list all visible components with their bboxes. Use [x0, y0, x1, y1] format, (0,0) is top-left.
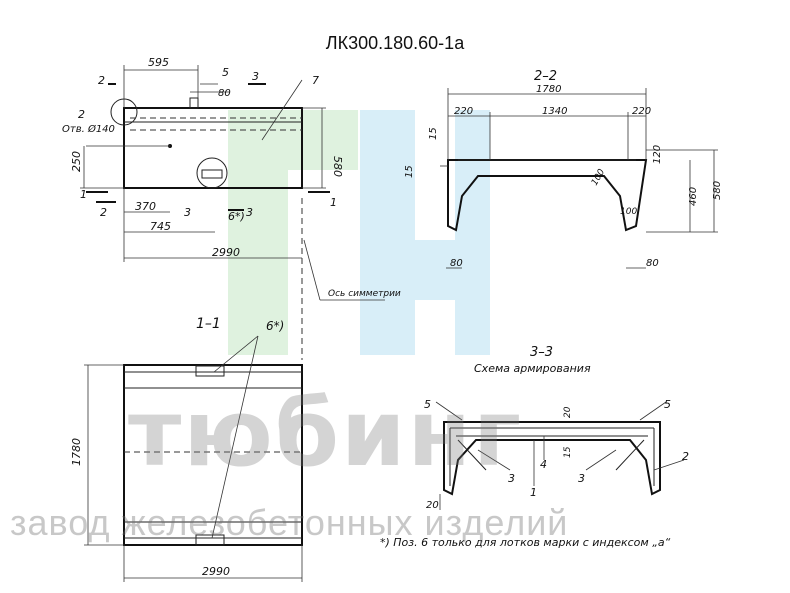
dim-15b-label: 15 — [404, 165, 415, 178]
section-3-3-outline — [443, 421, 661, 496]
pos3a-label: 3 — [508, 472, 515, 485]
drawing-title: ЛК300.180.60-1а — [325, 33, 465, 53]
pos5b-leader — [639, 401, 667, 421]
pos2-label: 2 — [682, 450, 689, 463]
dim-2990-label: 2990 — [202, 565, 230, 578]
pos3b-leader — [585, 449, 617, 471]
dim-100b-label: 100 — [620, 207, 637, 217]
pos5a-label: 5 — [424, 398, 431, 411]
pos5b-label: 5 — [664, 398, 671, 411]
section-1-1-pos6-label: 6*) — [266, 319, 284, 333]
dim-80-label: 80 — [218, 88, 231, 99]
pos6-leader-bottom — [211, 335, 259, 539]
section-3-3: 3–3 Схема армирования 5 5 2 3 3 4 1 20 1… — [424, 345, 689, 511]
pos7-leader — [261, 79, 303, 141]
section-1-1-embed-top — [195, 365, 225, 377]
cut-1b-label: 1 — [330, 196, 337, 209]
pos2-leader — [653, 459, 685, 471]
dim-220b-label: 220 — [632, 106, 651, 117]
dim-580-label: 580 — [331, 156, 344, 177]
dim-745-label: 745 — [150, 220, 171, 233]
section-1-1-embed-bottom — [195, 534, 225, 546]
section-1-1: 1–1 6*) 1780 2990 — [70, 316, 303, 582]
cut-1a-label: 1 — [80, 188, 87, 201]
rebar-pos3-right — [615, 439, 645, 471]
detail-circle-6 — [196, 157, 228, 189]
axis-label: Ось симметрии — [328, 289, 401, 299]
pos7-label: 7 — [312, 74, 319, 87]
dim-15-label: 15 — [563, 446, 573, 458]
dim-595-label: 595 — [148, 56, 169, 69]
section-2-2: 2–2 1780 220 1340 220 15 15 120 100 100 … — [404, 69, 723, 269]
section-3-3-subtitle: Схема армирования — [474, 362, 591, 375]
footnote: *) Поз. 6 только для лотков марки с инде… — [380, 536, 671, 549]
pos3b-label: 3 — [578, 472, 585, 485]
watermark-logo — [228, 110, 490, 355]
pos6-label: 6*) — [228, 210, 245, 223]
pos2-label: 2 — [78, 108, 85, 121]
watermark-brand: тюбинг — [128, 380, 524, 487]
logo-block-green-left — [228, 110, 288, 355]
rebar-pos3-left — [457, 439, 487, 471]
section-2-2-title: 2–2 — [534, 69, 557, 84]
pos4-label: 4 — [540, 458, 547, 471]
pos3-label: 3 — [184, 206, 191, 219]
cut-3b-label: 3 — [246, 206, 253, 219]
dim-1780-label: 1780 — [70, 438, 83, 466]
logo-block-blue-left — [360, 110, 415, 355]
pos6-leader-top — [213, 335, 259, 373]
dim-20b-label: 20 — [426, 500, 439, 511]
section-3-3-title: 3–3 — [530, 345, 553, 360]
plan-view: 595 80 580 250 370 745 2990 Отв. Ø140 2 … — [62, 56, 401, 360]
dim-15a-label: 15 — [428, 127, 439, 140]
dim-20a-label: 20 — [563, 406, 573, 418]
plan-loop-pos5 — [189, 97, 199, 109]
cut-3a-label: 3 — [252, 70, 259, 83]
cut-2b-label: 2 — [100, 206, 107, 219]
dim-460-label: 460 — [688, 187, 699, 206]
hole-label: Отв. Ø140 — [62, 123, 115, 135]
dim-1780-label: 1780 — [536, 84, 561, 95]
logo-block-green-top — [288, 110, 358, 170]
pos5-label: 5 — [222, 66, 229, 79]
dim-250-label: 250 — [70, 151, 83, 172]
section-2-2-outline — [447, 159, 648, 232]
dim-220a-label: 220 — [454, 106, 473, 117]
dim-2990-label: 2990 — [212, 246, 240, 259]
dim-120-label: 120 — [652, 145, 663, 164]
pos5a-leader — [435, 401, 463, 421]
dim-580-label: 580 — [712, 181, 723, 200]
pos1-label: 1 — [530, 486, 537, 499]
logo-block-blue-right — [455, 110, 490, 355]
pos3a-leader — [477, 449, 511, 471]
dim-80a-label: 80 — [450, 258, 463, 269]
dim-1340-label: 1340 — [542, 106, 567, 117]
watermark-tagline: завод железобетонных изделий — [10, 502, 569, 543]
dim-80b-label: 80 — [646, 258, 659, 269]
dim-370-label: 370 — [135, 200, 156, 213]
plan-embed-pos6 — [201, 169, 223, 179]
section-1-1-title: 1–1 — [196, 316, 221, 332]
axis-leader — [303, 239, 321, 301]
cut-2a-label: 2 — [98, 74, 105, 87]
